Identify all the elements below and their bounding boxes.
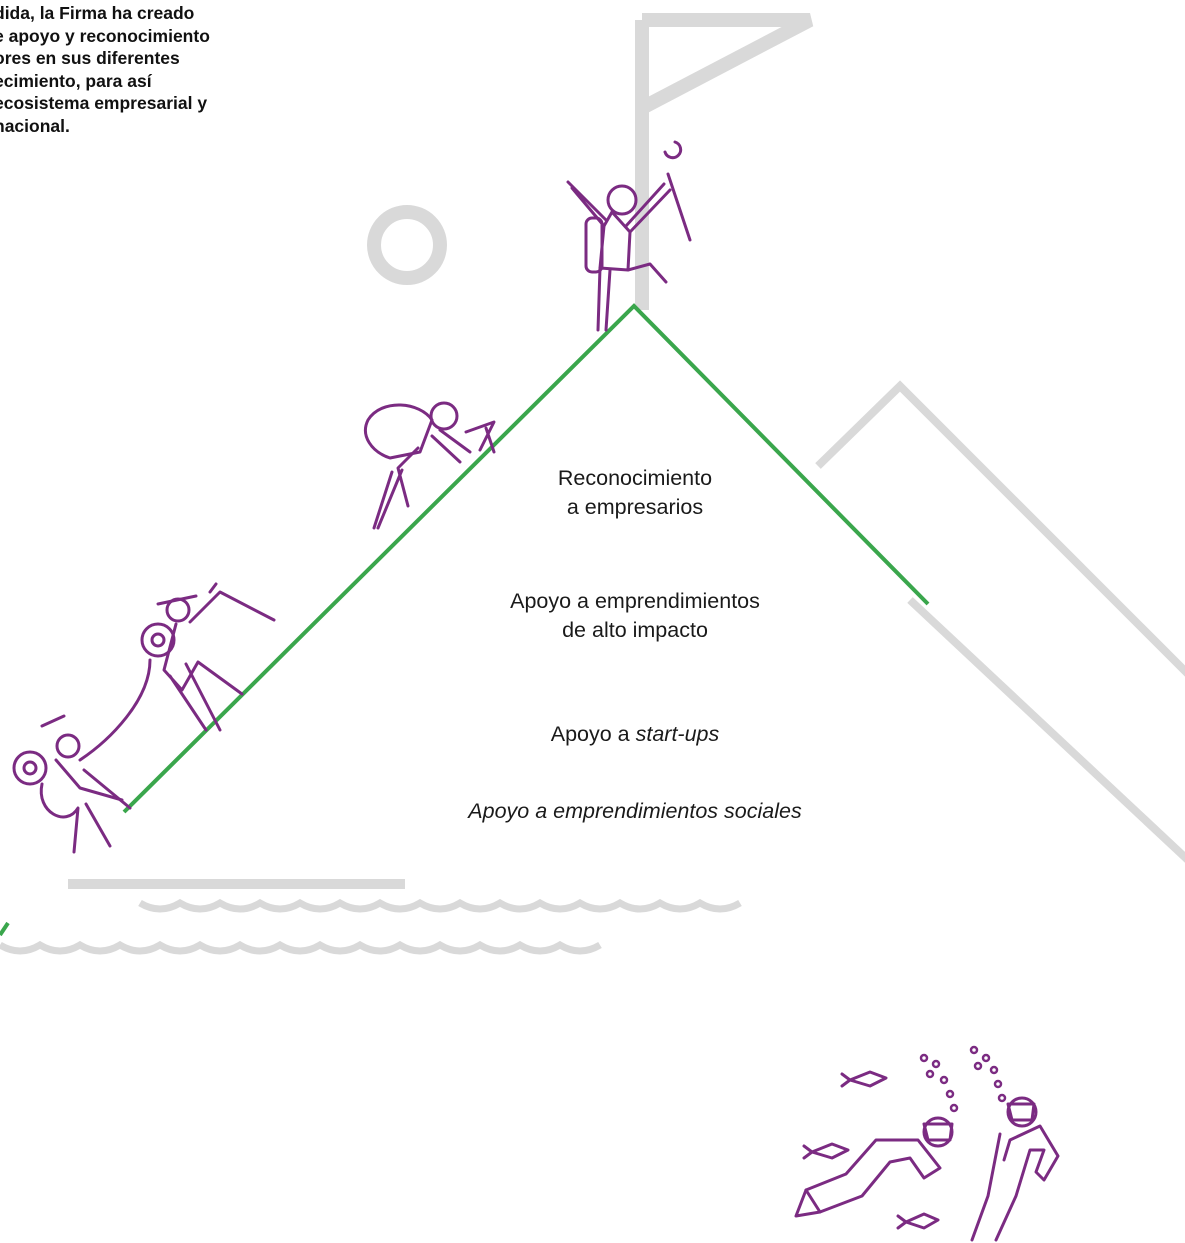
mountain-outline (122, 303, 930, 814)
intro-line: dida, la Firma ha creado (0, 3, 195, 23)
tier-startups: Apoyo a start-ups (440, 720, 830, 749)
pickaxe-climber-figure (364, 401, 496, 530)
flag (638, 13, 814, 115)
tier-2-line-2: de alto impacto (562, 618, 708, 642)
tier-3-italic: start-ups (635, 722, 720, 746)
divers-figure (794, 1096, 1060, 1242)
tier-high-impact: Apoyo a emprendimientos de alto impacto (440, 587, 830, 645)
intro-line: ecosistema empresarial y (0, 93, 208, 114)
tier-3-prefix: Apoyo a (550, 722, 636, 746)
intro-line: ores en sus diferentes (0, 48, 180, 69)
base-climber-figure (12, 714, 132, 854)
tier-recognition: Reconocimiento a empresarios (480, 464, 790, 522)
fish-icon (802, 1142, 850, 1160)
bubbles (919, 1045, 1007, 1113)
tier-2-line-1: Apoyo a emprendimientos (510, 589, 760, 613)
circle-decor (367, 205, 447, 285)
intro-line: ecimiento, para así (0, 70, 152, 91)
tier-3-line: Apoyo a start-ups (440, 720, 830, 749)
intro-line: nacional. (0, 115, 70, 136)
fish-icon (896, 1212, 940, 1230)
fish-icon (840, 1070, 888, 1088)
wave-bottom (0, 940, 602, 955)
intro-paragraph: dida, la Firma ha creado e apoyo y recon… (0, 2, 294, 138)
pole-climber-figure (78, 582, 276, 762)
back-mountain-slope (907, 597, 1185, 863)
intro-line: e apoyo y reconocimiento (0, 25, 210, 46)
tier-1-line-1: Reconocimiento (557, 466, 713, 490)
summit-climber-figure (566, 140, 692, 332)
tier-social: Apoyo a emprendimientos sociales (400, 797, 870, 826)
back-mountain (815, 380, 1185, 677)
green-tick (0, 921, 10, 937)
wave-top (138, 898, 742, 913)
tier-1-line-2: a empresarios (566, 495, 704, 519)
tier-4-italic: Apoyo a emprendimientos sociales (468, 799, 802, 823)
